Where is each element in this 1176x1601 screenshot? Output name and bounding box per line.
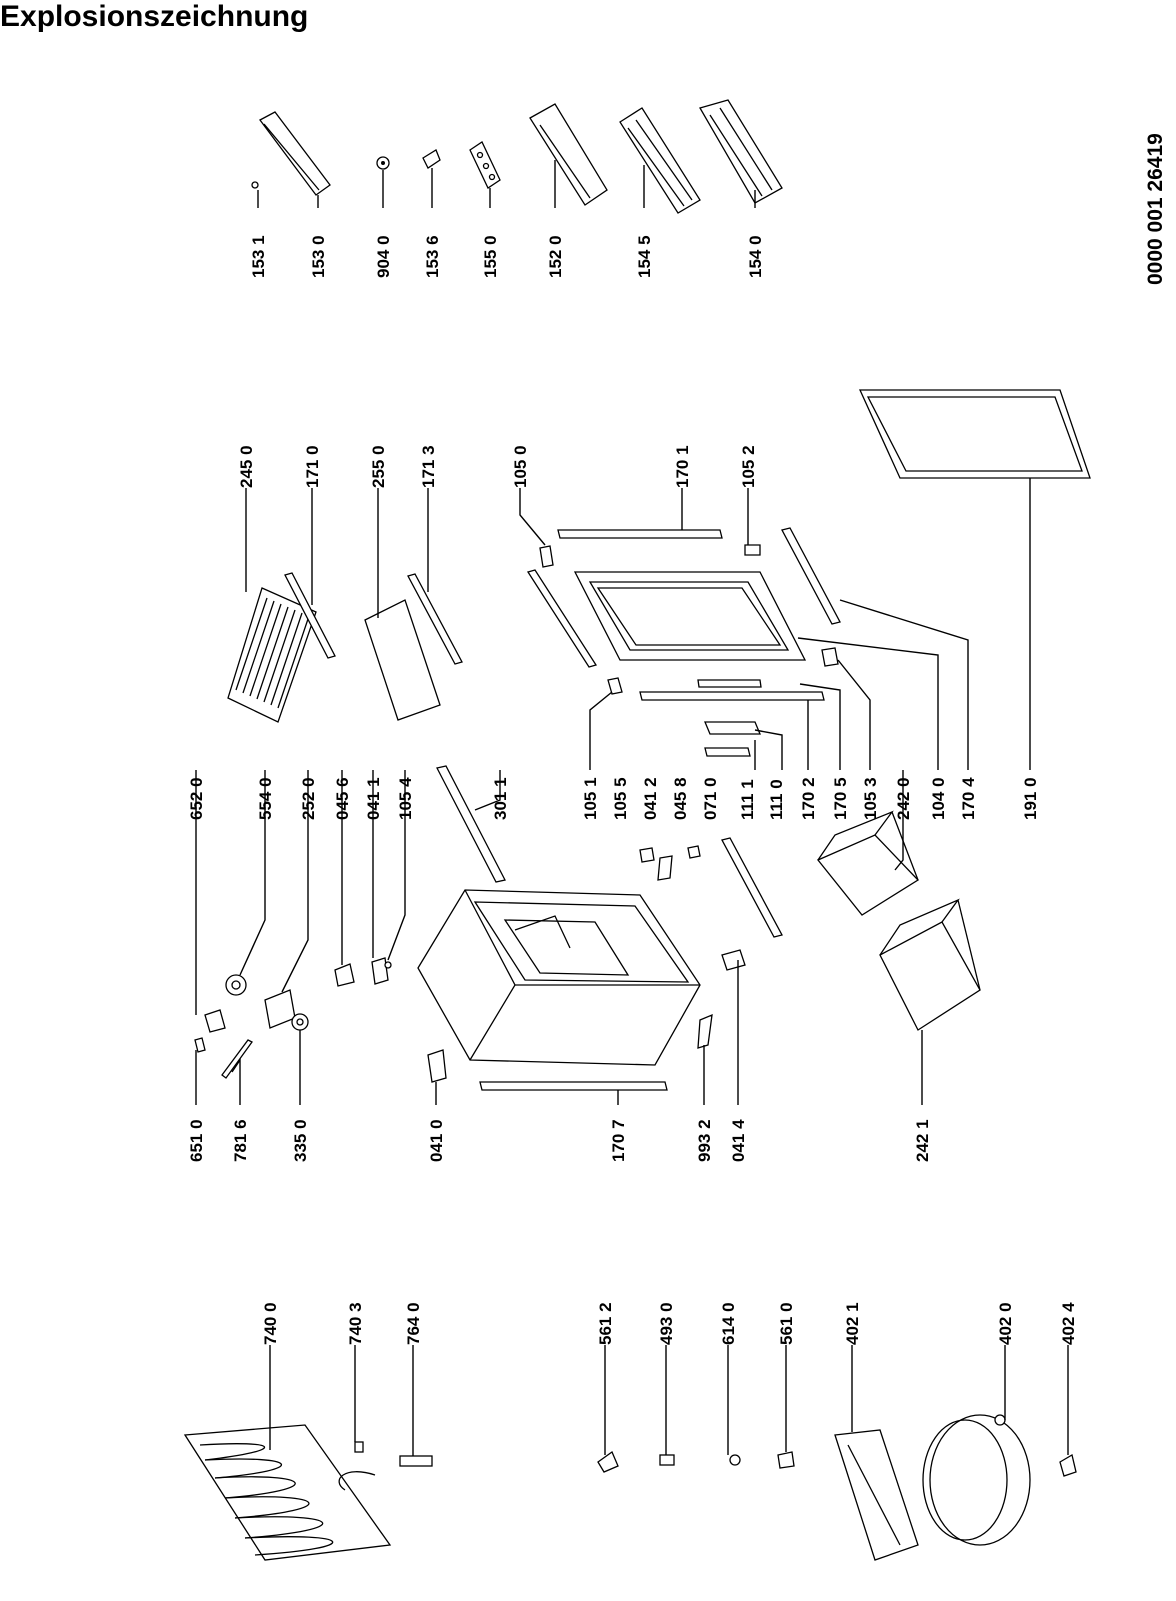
part-label-1910: 191 0 <box>1021 777 1040 820</box>
clip-drawing <box>422 149 441 169</box>
part-label-1536: 153 6 <box>423 235 442 278</box>
part-label-1111: 111 1 <box>738 779 757 820</box>
crisper-2421-drawing <box>879 898 981 1031</box>
hinge-1051-drawing <box>607 677 623 695</box>
leader-lines <box>195 160 1069 1456</box>
thermostat-parts-drawing <box>194 845 746 1083</box>
hinge-1050-drawing <box>539 545 554 568</box>
part-label-2421: 242 1 <box>913 1119 932 1162</box>
inner-frame-drawing <box>573 571 807 661</box>
document-number: 0000 001 26419 <box>1144 133 1167 285</box>
part-label-1710: 171 0 <box>303 445 322 488</box>
part-label-4020: 402 0 <box>996 1302 1015 1345</box>
part-label-3350: 335 0 <box>291 1119 310 1162</box>
part-label-2520: 252 0 <box>299 777 318 820</box>
part-label-1702: 170 2 <box>799 777 818 820</box>
cabinet-body-drawing <box>417 889 701 1066</box>
part-label-4021: 402 1 <box>843 1302 862 1345</box>
part-label-1520: 152 0 <box>546 235 565 278</box>
part-label-1054: 105 4 <box>396 777 415 820</box>
part-label-0412: 041 2 <box>641 777 660 820</box>
crisper-2420-drawing <box>816 810 920 916</box>
part-label-5540: 554 0 <box>256 777 275 820</box>
part-label-1530: 153 0 <box>309 235 328 278</box>
rail-3011-drawing <box>436 765 506 883</box>
part-label-1053: 105 3 <box>861 777 880 820</box>
door-shelf-1540-drawing <box>699 99 783 204</box>
knob-drawing <box>376 156 390 170</box>
part-label-7403: 740 3 <box>346 1302 365 1345</box>
part-label-9932: 993 2 <box>695 1119 714 1162</box>
part-label-6140: 614 0 <box>719 1302 738 1345</box>
part-label-1110: 111 0 <box>767 779 786 820</box>
part-label-4024: 402 4 <box>1059 1302 1078 1345</box>
part-label-4930: 493 0 <box>657 1302 676 1345</box>
part-label-9040: 904 0 <box>374 235 393 278</box>
part-label-1713: 171 3 <box>419 445 438 488</box>
part-label-0458: 045 8 <box>671 777 690 820</box>
strip-1705-drawing <box>697 679 762 688</box>
part-label-1707: 170 7 <box>609 1119 628 1162</box>
part-label-2450: 245 0 <box>237 445 256 488</box>
part-label-0710: 071 0 <box>701 777 720 820</box>
glass-shelf-drawing <box>364 573 463 721</box>
strip-1707-drawing <box>479 1081 668 1091</box>
part-label-1545: 154 5 <box>635 235 654 278</box>
part-label-1531: 153 1 <box>249 235 268 278</box>
strip-1701-drawing <box>557 529 723 539</box>
part-label-1701: 170 1 <box>673 445 692 488</box>
part-label-2420: 242 0 <box>894 777 913 820</box>
part-label-3011: 301 1 <box>491 777 510 820</box>
part-label-7640: 764 0 <box>404 1302 423 1345</box>
part-label-7400: 740 0 <box>261 1302 280 1345</box>
strip-1704-drawing <box>781 527 841 625</box>
door-shelf-small-drawing <box>251 111 331 196</box>
part-drawings <box>183 99 1091 1561</box>
hinge-1052-drawing <box>744 544 761 556</box>
part-label-6520: 652 0 <box>187 777 206 820</box>
part-label-0411: 041 1 <box>364 777 383 820</box>
hinge-1053-drawing <box>821 647 839 667</box>
bracket-1110-drawing <box>704 721 761 757</box>
part-label-1550: 155 0 <box>481 235 500 278</box>
part-label-1540: 154 0 <box>746 235 765 278</box>
part-label-7816: 781 6 <box>231 1119 250 1162</box>
part-label-1040: 104 0 <box>929 777 948 820</box>
part-label-0410: 041 0 <box>427 1119 446 1162</box>
door-shelf-152-drawing <box>529 103 608 206</box>
condenser-coil-drawing <box>183 1424 433 1561</box>
part-label-1055: 105 5 <box>611 777 630 820</box>
door-shelf-1545-drawing <box>619 107 701 214</box>
part-label-1704: 170 4 <box>959 777 978 820</box>
part-label-5612: 561 2 <box>596 1302 615 1345</box>
part-label-6510: 651 0 <box>187 1119 206 1162</box>
part-label-2550: 255 0 <box>369 445 388 488</box>
page-title: Explosionszeichnung <box>0 0 309 33</box>
strip-1702-drawing <box>639 691 825 701</box>
part-label-0414: 041 4 <box>729 1119 748 1162</box>
wire-shelf-drawing <box>227 572 336 723</box>
part-label-5610: 561 0 <box>777 1302 796 1345</box>
compressor-parts-drawing <box>597 1414 1077 1561</box>
door-gasket-drawing <box>858 389 1091 479</box>
part-label-1051: 105 1 <box>581 777 600 820</box>
part-label-0456: 045 6 <box>333 777 352 820</box>
rail-0710-drawing <box>721 837 783 938</box>
egg-tray-drawing <box>469 141 501 189</box>
part-labels: 153 1 153 0 904 0 153 6 155 0 152 0 154 … <box>187 235 1078 1345</box>
strip-left-drawing <box>526 569 598 668</box>
part-label-1052: 105 2 <box>739 445 758 488</box>
part-label-1050: 105 0 <box>511 445 530 488</box>
part-label-1705: 170 5 <box>831 777 850 820</box>
